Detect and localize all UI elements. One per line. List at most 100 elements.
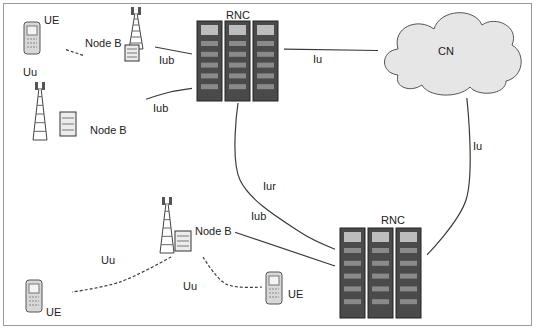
link-line xyxy=(203,257,262,287)
rack-slot xyxy=(257,41,274,46)
rack-slot xyxy=(344,261,361,266)
base-cabinet xyxy=(60,112,76,136)
rack-slot xyxy=(400,261,417,266)
tower-strut xyxy=(36,114,44,115)
rack-slot xyxy=(229,84,246,89)
interface-label: Iub xyxy=(158,54,175,67)
interface-label: Iur xyxy=(262,180,277,193)
phone-screen xyxy=(269,276,279,285)
tower-strut xyxy=(133,25,139,26)
rack-slot xyxy=(257,52,274,57)
phone-body xyxy=(26,280,42,312)
rack-slot xyxy=(344,299,361,304)
phone-icon xyxy=(262,262,316,312)
rack-icon xyxy=(335,210,427,322)
cabinet-line xyxy=(62,118,74,119)
phone-keys xyxy=(27,43,37,44)
phone-keys xyxy=(269,297,279,298)
rack-slot xyxy=(344,286,361,291)
cloud-outline xyxy=(385,13,522,95)
rack-slot xyxy=(229,52,246,57)
cabinet-line xyxy=(62,130,74,131)
phone-keys xyxy=(29,301,39,302)
rack-slot xyxy=(400,274,417,279)
link-line xyxy=(284,49,378,50)
rack-slot xyxy=(372,274,389,279)
link-line xyxy=(146,88,192,99)
phone-body xyxy=(24,22,40,54)
cabinet-line xyxy=(127,57,137,58)
tower-mast xyxy=(160,203,174,253)
phone-body xyxy=(266,272,282,304)
interface-label: Iu xyxy=(472,140,483,153)
antenna xyxy=(138,7,141,15)
antenna xyxy=(35,82,38,90)
rack-slot xyxy=(372,261,389,266)
tower-node: Node B xyxy=(155,195,235,257)
cabinet-line xyxy=(177,241,189,242)
rack-slot xyxy=(257,63,274,68)
rack-cabinet xyxy=(253,21,278,101)
phone-node: UE xyxy=(20,8,66,60)
rack-cabinet xyxy=(340,228,365,318)
tower-strut xyxy=(165,211,169,212)
node-label: Node B xyxy=(195,225,232,238)
tower-strut xyxy=(34,131,46,132)
cloud-node: CN xyxy=(378,3,526,98)
tower-strut xyxy=(163,228,171,229)
rack-panel xyxy=(229,25,246,35)
phone-keys xyxy=(27,47,37,48)
rack-cabinet xyxy=(396,228,421,318)
tower-strut xyxy=(35,122,45,123)
cabinet-line xyxy=(127,49,137,50)
tower-node: Node B xyxy=(28,80,146,144)
interface-label: Iub xyxy=(250,210,267,223)
tower-node: Node B xyxy=(85,5,155,65)
phone-keys xyxy=(269,289,279,290)
frame-border xyxy=(4,4,532,326)
rack-slot xyxy=(257,73,274,78)
node-label: UE xyxy=(44,14,59,27)
node-label: RNC xyxy=(381,214,405,227)
rack-panel xyxy=(344,232,361,242)
tower-strut xyxy=(161,244,173,245)
interface-label: Uu xyxy=(100,254,116,267)
rack-panel xyxy=(372,232,389,242)
tower-strut xyxy=(162,236,172,237)
interface-label: Iu xyxy=(312,53,323,66)
interface-label: Uu xyxy=(22,66,38,79)
base-cabinet xyxy=(125,45,139,61)
tower-mast xyxy=(129,13,143,49)
phone-screen xyxy=(29,284,39,293)
link-line xyxy=(72,257,171,292)
interface-label: Uu xyxy=(182,280,198,293)
rack-slot xyxy=(257,84,274,89)
rack-slot xyxy=(372,248,389,253)
link-line xyxy=(427,98,470,255)
rack-slot xyxy=(372,299,389,304)
rack-cabinet xyxy=(368,228,393,318)
tower-icon xyxy=(85,5,155,65)
phone-keys xyxy=(29,305,39,306)
antenna xyxy=(131,7,134,15)
rack-slot xyxy=(229,73,246,78)
rack-slot xyxy=(400,286,417,291)
tower-strut xyxy=(37,105,43,106)
tower-strut xyxy=(164,219,170,220)
interface-label: Iub xyxy=(152,102,169,115)
rack-node: RNC xyxy=(335,210,427,322)
rack-slot xyxy=(201,84,218,89)
phone-node: UE xyxy=(20,272,72,322)
antenna xyxy=(162,197,165,205)
node-label: UE xyxy=(288,288,303,301)
antenna xyxy=(42,82,45,90)
tower-icon xyxy=(28,80,146,144)
link-line xyxy=(155,47,192,54)
rack-panel xyxy=(201,25,218,35)
rack-cabinet xyxy=(225,21,250,101)
antenna xyxy=(169,197,172,205)
rack-panel xyxy=(400,232,417,242)
cabinet-line xyxy=(177,236,189,237)
node-label: CN xyxy=(438,45,454,58)
phone-node: UE xyxy=(262,262,316,312)
